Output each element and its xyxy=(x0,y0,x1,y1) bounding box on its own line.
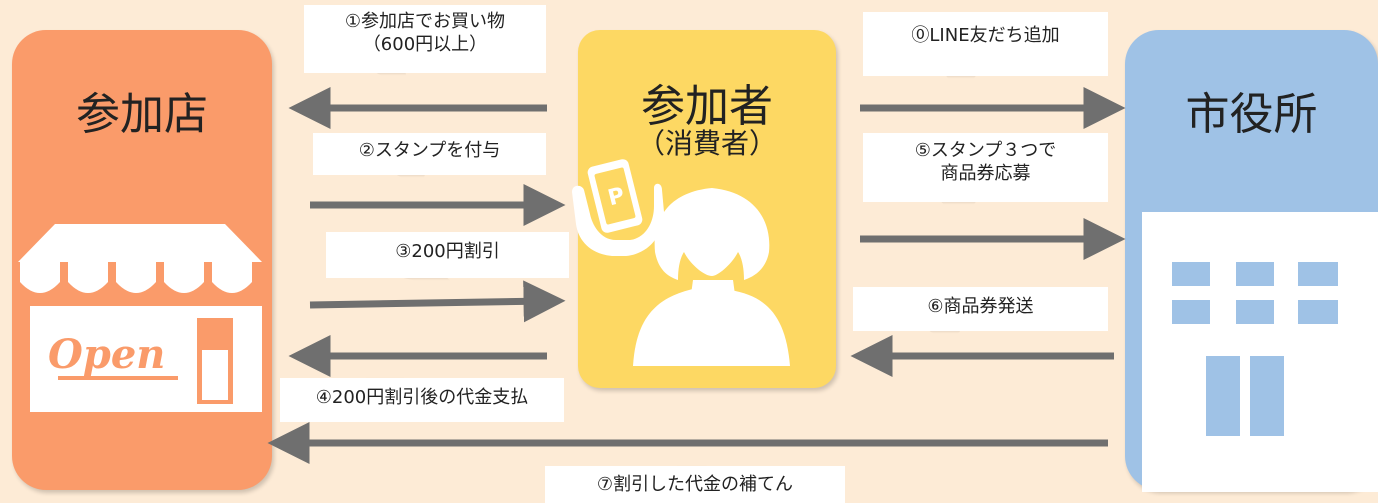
store-title: 参加店 xyxy=(76,89,208,140)
step-4-note: ④200円割引後の代金支払 xyxy=(280,378,564,422)
step-7-note: ⑦割引した代金の補てん xyxy=(545,466,845,503)
step-5-line2: 商品券応募 xyxy=(940,163,1031,184)
step-6-label: ⑥商品券発送 xyxy=(927,296,1034,317)
step-5-line1: ⑤スタンプ３つで xyxy=(914,140,1057,161)
step-7-label: ⑦割引した代金の補てん xyxy=(596,474,794,495)
person-silhouette-icon xyxy=(633,188,790,366)
step-2-note: ②スタンプを付与 xyxy=(313,133,546,175)
smartphone-in-hand-icon: P xyxy=(572,159,664,256)
city-hall-title: 市役所 xyxy=(1185,89,1318,140)
storefront-icon xyxy=(18,224,262,412)
step-3-label: ③200円割引 xyxy=(395,241,500,262)
step-2-label: ②スタンプを付与 xyxy=(358,140,501,161)
step-5-note: ⑤スタンプ３つで 商品券応募 xyxy=(863,133,1108,202)
step-4-label: ④200円割引後の代金支払 xyxy=(315,387,529,408)
store-sign-text: Open xyxy=(48,331,165,378)
step-1-note: ①参加店でお買い物 （600円以上） xyxy=(304,5,546,73)
arrow-step-3 xyxy=(309,280,566,323)
participant-subtitle: （消費者） xyxy=(636,127,777,160)
participant-title: 参加者 xyxy=(641,81,773,132)
step-1-line1: ①参加店でお買い物 xyxy=(344,11,506,32)
step-0-label: ⓪LINE友だち追加 xyxy=(911,25,1060,46)
step-1-line2: （600円以上） xyxy=(362,34,488,55)
phone-p-letter: P xyxy=(606,183,628,211)
step-3-note: ③200円割引 xyxy=(326,232,569,278)
step-6-note: ⑥商品券発送 xyxy=(853,287,1108,331)
building-icon xyxy=(1142,212,1378,492)
step-0-note: ⓪LINE友だち追加 xyxy=(863,12,1108,76)
